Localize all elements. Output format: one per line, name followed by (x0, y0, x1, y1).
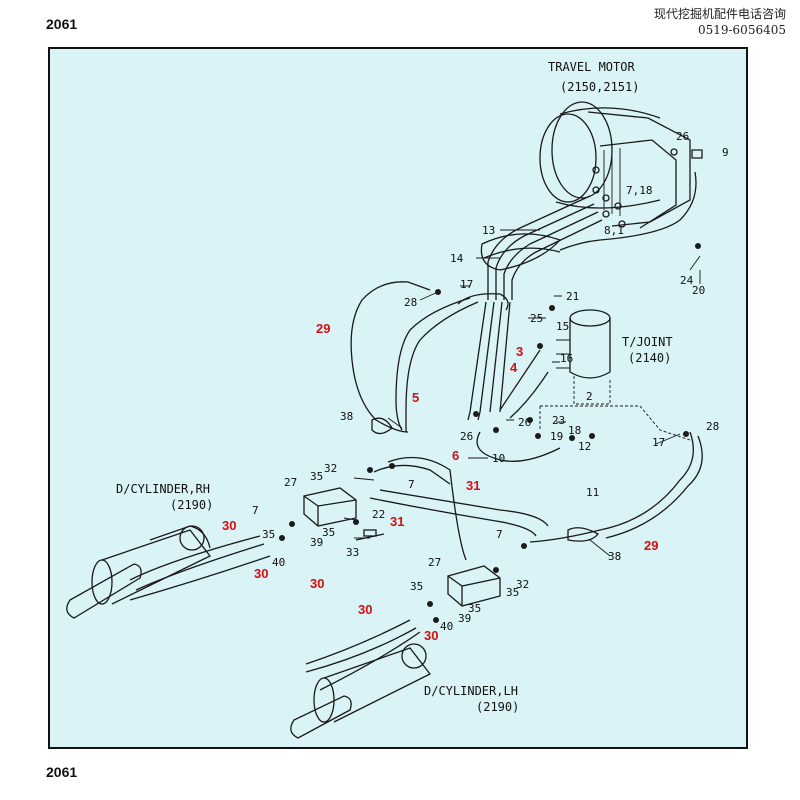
callout-label: 10 (492, 452, 505, 465)
dozer-cylinder-lh-drawing (290, 619, 431, 739)
callout-label-highlighted: 30 (424, 628, 438, 643)
callout-label-highlighted: 3 (516, 344, 523, 359)
callout-label: 32 (516, 578, 529, 591)
fittings (279, 243, 701, 623)
callout-label: 7,18 (626, 184, 653, 197)
callout-label-highlighted: 29 (316, 321, 330, 336)
callout-label: 35 (322, 526, 335, 539)
diagram-frame (48, 47, 748, 749)
callout-label: 28 (706, 420, 719, 433)
callout-label: 11 (586, 486, 599, 499)
callout-label: 8,1 (604, 224, 624, 237)
callout-label-highlighted: 30 (222, 518, 236, 533)
callout-label-highlighted: 30 (254, 566, 268, 581)
callout-label-highlighted: 6 (452, 448, 459, 463)
dozer-cylinder-lh-ref: (2190) (476, 700, 519, 714)
t-joint-title: T/JOINT (622, 335, 673, 349)
callout-label-highlighted: 31 (466, 478, 480, 493)
callout-label: 19 (550, 430, 563, 443)
dozer-cylinder-rh-ref: (2190) (170, 498, 213, 512)
callout-label: 17 (460, 278, 473, 291)
callout-label: 35 (262, 528, 275, 541)
callout-label: 15 (556, 320, 569, 333)
callout-label: 35 (410, 580, 423, 593)
callout-label: 17 (652, 436, 665, 449)
leader-lines (343, 229, 701, 557)
callout-label-highlighted: 30 (310, 576, 324, 591)
callout-label: 35 (310, 470, 323, 483)
valve-blocks (303, 487, 501, 607)
callout-label: 39 (458, 612, 471, 625)
callout-label: 40 (272, 556, 285, 569)
callout-label: 18 (568, 424, 581, 437)
page-number-top: 2061 (46, 16, 78, 32)
callout-label: 9 (722, 146, 729, 159)
callout-label: 26 (518, 416, 531, 429)
callout-label: 32 (324, 462, 337, 475)
callout-label: 22 (372, 508, 385, 521)
callout-label-highlighted: 5 (412, 390, 419, 405)
page-number-bottom: 2061 (46, 764, 78, 780)
header-note-line1: 现代挖掘机配件电话咨询 (653, 7, 786, 21)
t-joint-ref: (2140) (628, 351, 671, 365)
t-joint-drawing (539, 309, 691, 441)
callout-label: 16 (560, 352, 573, 365)
callout-label: 28 (404, 296, 417, 309)
travel-motor-title: TRAVEL MOTOR (548, 60, 635, 74)
callout-label-highlighted: 30 (358, 602, 372, 617)
callout-label: 27 (428, 556, 441, 569)
callout-label: 7 (252, 504, 259, 517)
hose-lines (350, 281, 703, 561)
dozer-cylinder-lh-title: D/CYLINDER,LH (424, 684, 518, 698)
dozer-cylinder-rh-title: D/CYLINDER,RH (116, 482, 210, 496)
callout-label: 24 (680, 274, 694, 287)
dozer-cylinder-rh-drawing (66, 525, 271, 619)
motor-hose-bundle (457, 195, 603, 311)
callout-label: 40 (440, 620, 453, 633)
travel-motor-drawing (539, 101, 703, 251)
callout-label: 23 (552, 414, 565, 427)
callout-label: 39 (310, 536, 323, 549)
callout-label: 38 (608, 550, 621, 563)
callout-label: 35 (506, 586, 519, 599)
header-note: 现代挖掘机配件电话咨询 0519-6056405 (654, 6, 786, 38)
callout-label: 20 (692, 284, 705, 297)
callout-label: 38 (340, 410, 353, 423)
callout-label: 27 (284, 476, 297, 489)
callout-label: 26 (460, 430, 473, 443)
callout-label: 26 (676, 130, 689, 143)
callout-label: 13 (482, 224, 495, 237)
callout-label-highlighted: 31 (390, 514, 404, 529)
header-note-line2: 0519-6056405 (697, 23, 786, 37)
callout-label: 7 (496, 528, 503, 541)
callout-label: 21 (566, 290, 579, 303)
callout-label: 12 (578, 440, 591, 453)
callout-label-highlighted: 4 (510, 360, 518, 375)
callout-label: 14 (450, 252, 464, 265)
callout-label: 2 (586, 390, 593, 403)
callout-label-highlighted: 29 (644, 538, 658, 553)
callout-label: 33 (346, 546, 359, 559)
callout-label: 7 (408, 478, 415, 491)
travel-motor-ref: (2150,2151) (560, 80, 639, 94)
callout-label: 25 (530, 312, 543, 325)
callout-label: 35 (468, 602, 481, 615)
